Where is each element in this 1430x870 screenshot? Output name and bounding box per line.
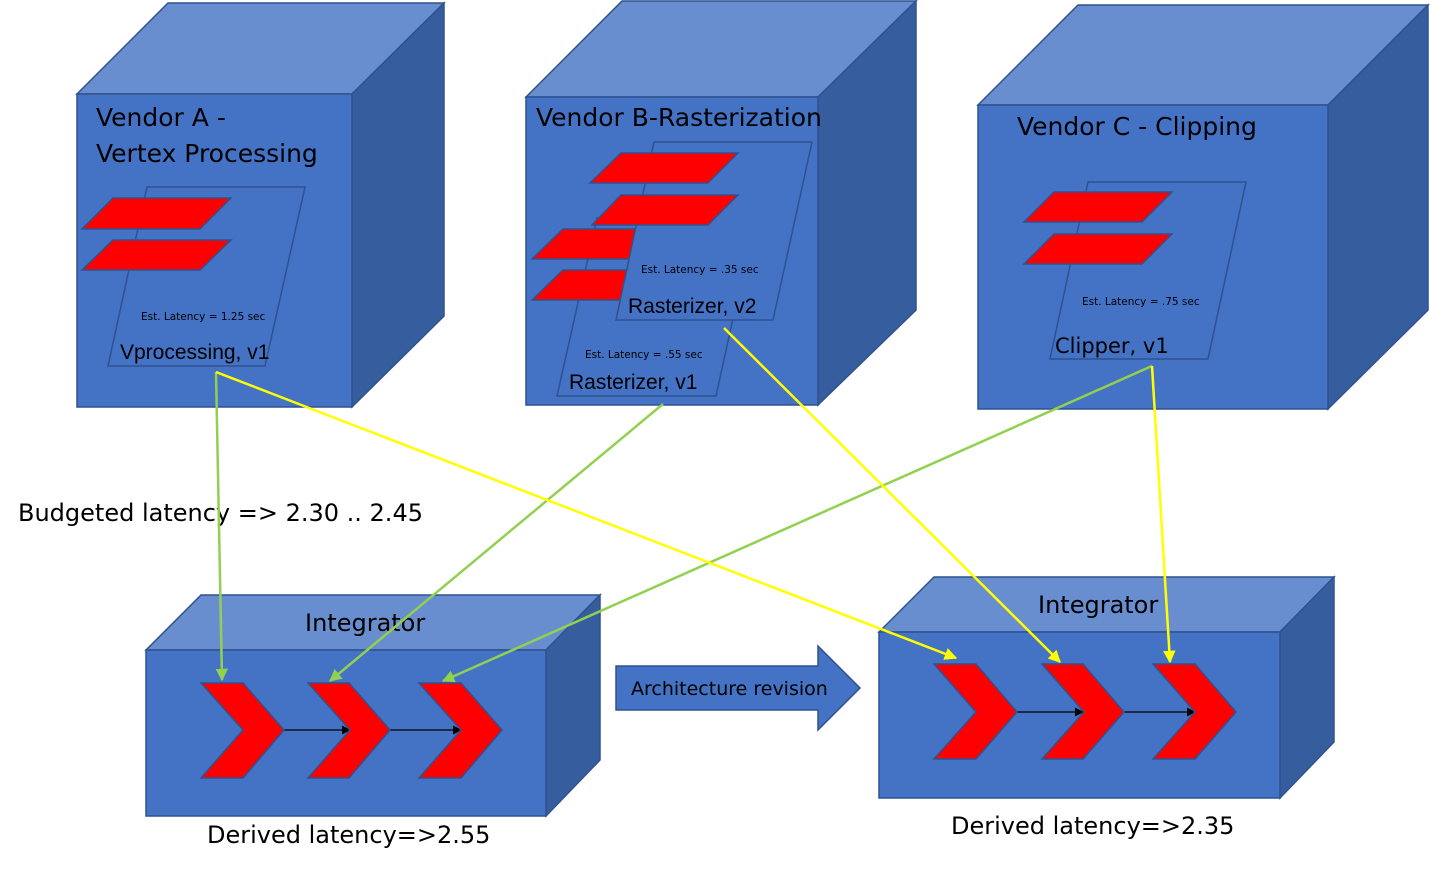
stage-block-icon (588, 152, 740, 184)
links-after-revision (215, 327, 1176, 664)
pipeline-stage-chevron[interactable] (306, 682, 391, 779)
latency-label: Est. Latency = .75 sec (1082, 296, 1200, 308)
component-sheet (1049, 181, 1247, 360)
component-name: Clipper, v1 (1055, 334, 1169, 358)
component-clipper-v1[interactable]: Est. Latency = .75 sec Clipper, v1 (1022, 181, 1247, 360)
component-name: Rasterizer, v1 (569, 371, 697, 394)
derived-latency-label: Derived latency=>2.55 (207, 821, 490, 849)
link-rasterizer-v1-to-stage2 (329, 403, 664, 682)
link-rasterizer-v2-to-stage2 (723, 327, 1061, 663)
latency-label: Est. Latency = .35 sec (641, 264, 759, 276)
vendor-title: Vendor C - Clipping (1017, 112, 1257, 141)
vendor-title: Vendor B-Rasterization (536, 103, 822, 132)
stage-block-icon (590, 194, 740, 226)
stage-block-icon (1022, 233, 1174, 265)
revision-arrow-shape (615, 644, 862, 732)
component-name: Vprocessing, v1 (120, 341, 269, 364)
vendor-b-cube: Vendor B-Rasterization Est. Latency = .5… (524, 0, 918, 407)
component-name: Rasterizer, v2 (628, 295, 756, 318)
derived-latency-label: Derived latency=>2.35 (951, 812, 1234, 840)
pipeline-stage-chevron[interactable] (417, 682, 503, 779)
vendor-a-cube: Vendor A - Vertex Processing Est. Latenc… (75, 1, 446, 409)
pipeline-stage-chevron[interactable] (1040, 663, 1125, 760)
link-vprocessing-to-stage1 (215, 370, 958, 660)
stage-block-icon (1022, 191, 1174, 223)
component-vprocessing-v1[interactable]: Est. Latency = 1.25 sec Vprocessing, v1 (80, 186, 306, 367)
links-before-revision (214, 364, 1153, 683)
integrator-before-cube: Integrator Derived latency=>2.55 (144, 593, 602, 849)
component-sheet (615, 141, 813, 321)
pipeline-stage-chevron[interactable] (932, 663, 1018, 760)
architecture-revision-arrow: Architecture revision (615, 644, 862, 732)
stage-block-icon (80, 239, 233, 271)
integrator-after-cube: Integrator Derived latency=>2.35 (877, 575, 1336, 840)
integrator-title: Integrator (1038, 591, 1158, 619)
link-clipper-to-stage3 (1150, 365, 1176, 664)
vendor-title-line1: Vendor A - (96, 103, 226, 132)
latency-label: Est. Latency = 1.25 sec (141, 311, 266, 323)
link-clipper-to-stage3 (441, 364, 1153, 683)
component-sheet (107, 186, 306, 367)
latency-label: Est. Latency = .55 sec (585, 349, 703, 361)
vendor-title-line2: Vertex Processing (96, 139, 318, 168)
pipeline-stage-chevron[interactable] (199, 682, 285, 779)
stage-block-icon (80, 197, 233, 230)
link-vprocessing-to-stage1 (214, 371, 229, 682)
component-rasterizer-v2[interactable]: Est. Latency = .35 sec Rasterizer, v2 (588, 141, 813, 321)
pipeline-stage-chevron[interactable] (1151, 663, 1237, 760)
vendor-c-cube: Vendor C - Clipping Est. Latency = .75 s… (976, 3, 1430, 411)
budgeted-latency-note: Budgeted latency => 2.30 .. 2.45 (18, 499, 423, 527)
revision-arrow-label: Architecture revision (631, 678, 828, 700)
integrator-title: Integrator (305, 609, 425, 637)
